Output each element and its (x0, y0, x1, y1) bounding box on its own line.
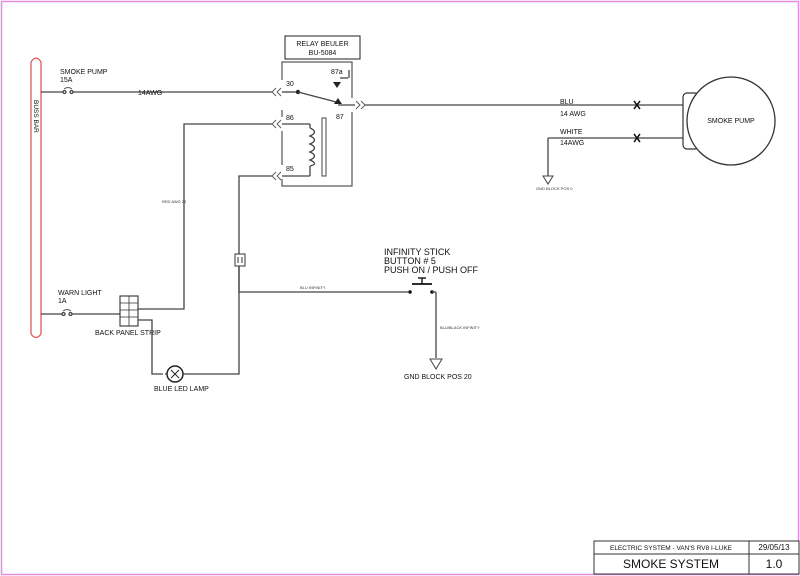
gnd-block-label: GND BLOCK POS 20 (404, 374, 472, 381)
relay-title: RELAY BEULER (296, 41, 348, 48)
relay-pin-86: 86 (286, 115, 294, 122)
ground-small-icon (542, 175, 554, 185)
blu-wire-color: BLU (560, 99, 574, 106)
smoke-pump-cb-name: SMOKE PUMP (60, 69, 108, 76)
stick-line2: BUTTON # 5 (384, 256, 436, 266)
relay-part: BU-5084 (309, 50, 337, 57)
wire-lamp-return (188, 266, 240, 375)
wire-14awg-label: 14AWG (138, 90, 162, 97)
white-wire-color: WHITE (560, 129, 583, 136)
red-wire-label: RED AWG 22 (162, 199, 187, 204)
motor-label: SMOKE PUMP (707, 118, 755, 125)
smoke-pump-motor: SMOKE PUMP (682, 76, 776, 166)
title-block-frame (593, 540, 800, 575)
lamp-label: BLUE LED LAMP (154, 386, 209, 393)
smoke-pump-breaker: SMOKE PUMP 15A (41, 69, 108, 95)
wire-85-switch (238, 175, 408, 293)
white-wire-gauge: 14AWG (560, 140, 584, 147)
title-block: ELECTRIC SYSTEM - VAN'S RV8 I-LUKE 29/05… (593, 540, 800, 575)
disconnect-x-white-icon (633, 133, 641, 143)
title-block-version: 1.0 (766, 557, 783, 571)
stick-line3: PUSH ON / PUSH OFF (384, 265, 479, 275)
relay-pin-87a: 87a (331, 69, 343, 76)
warn-light-cb-rating: 1A (58, 298, 67, 305)
relay-coil (308, 127, 316, 167)
relay: RELAY BEULER BU-5084 30 87a 86 87 85 (271, 35, 366, 187)
ground-switch-icon (429, 358, 443, 370)
wire-red-awg22 (138, 123, 272, 310)
relay-title-box (284, 35, 361, 60)
warn-light-breaker: WARN LIGHT 1A (41, 290, 120, 317)
gnd-small-label: GND BLOCK POS 0 (536, 186, 573, 191)
title-block-name: SMOKE SYSTEM (623, 557, 719, 571)
title-block-system: ELECTRIC SYSTEM - VAN'S RV8 I-LUKE (610, 545, 733, 552)
back-panel-strip: BACK PANEL STRIP (95, 295, 161, 337)
stick-line1: INFINITY STICK (384, 247, 450, 257)
smoke-pump-cb-rating: 15A (60, 77, 73, 84)
buss-bar: BUSS BAR (30, 57, 42, 339)
blu-wire-gauge: 14 AWG (560, 111, 586, 118)
infinity-stick-switch: INFINITY STICK BUTTON # 5 PUSH ON / PUSH… (384, 247, 480, 381)
relay-pin-30: 30 (286, 81, 294, 88)
relay-pin-85: 85 (286, 166, 294, 173)
buss-bar-label: BUSS BAR (32, 100, 39, 133)
title-block-date: 29/05/13 (758, 543, 790, 552)
disconnect-x-blu-icon (633, 100, 641, 110)
back-panel-label: BACK PANEL STRIP (95, 330, 161, 337)
wire-lamp-feed (138, 319, 163, 375)
relay-pin-87: 87 (336, 114, 344, 121)
blu-black-infinity-label: BLU/BLACK INFINITY (440, 325, 480, 330)
blue-led-lamp: BLUE LED LAMP (154, 365, 209, 393)
junction-connector (234, 253, 246, 267)
blu-infinity-label: BLU INFINITY (300, 285, 326, 290)
warn-light-cb-name: WARN LIGHT (58, 290, 102, 297)
